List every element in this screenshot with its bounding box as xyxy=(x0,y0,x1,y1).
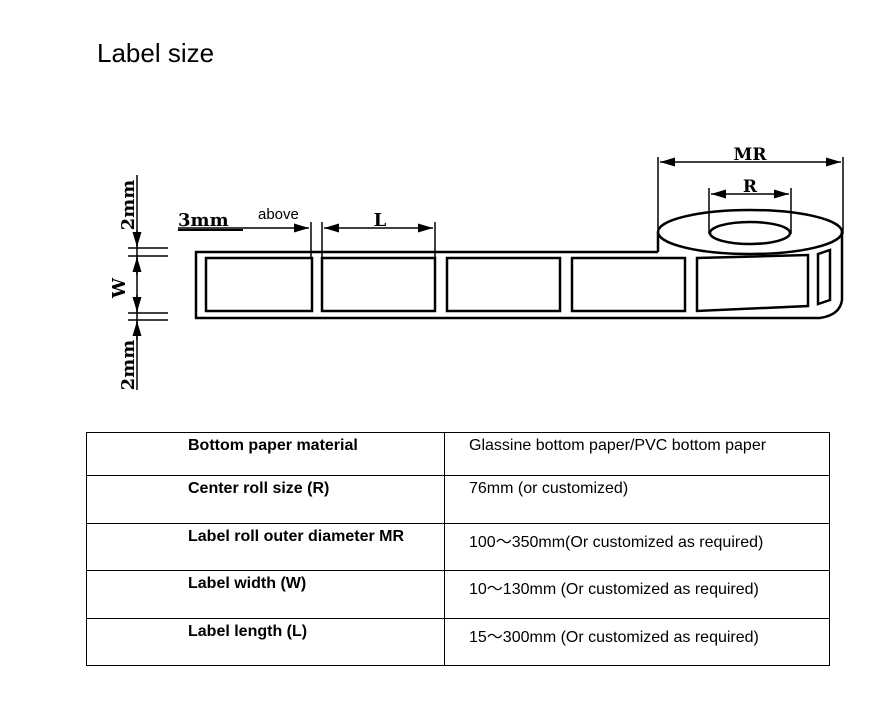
label-5 xyxy=(695,253,810,313)
row-value: Glassine bottom paper/PVC bottom paper xyxy=(444,432,830,476)
label-6 xyxy=(816,248,832,306)
row-label: Center roll size (R) xyxy=(86,475,445,524)
row-label: Label width (W) xyxy=(86,570,445,619)
margin-bottom-label: 2mm xyxy=(118,340,139,391)
table-row: Label length (L)15～300mm (Or customized … xyxy=(86,618,830,666)
row-label: Label roll outer diameter MR xyxy=(86,523,445,571)
label-4 xyxy=(570,256,687,313)
table-row: Center roll size (R)76mm (or customized) xyxy=(86,475,830,524)
r-label: R xyxy=(743,177,758,197)
length-label: L xyxy=(374,210,387,231)
page-title: Label size xyxy=(97,38,215,68)
width-label: W xyxy=(109,277,130,299)
mr-label: MR xyxy=(734,145,768,165)
gap-label: 3mm xyxy=(178,210,229,231)
label-2 xyxy=(320,256,437,313)
label-roll xyxy=(656,208,844,320)
row-value: 10～130mm (Or customized as required) xyxy=(444,570,830,619)
row-value: 15～300mm (Or customized as required) xyxy=(444,618,830,666)
row-label: Bottom paper material xyxy=(86,432,445,476)
label-3 xyxy=(445,256,562,313)
margin-top-label: 2mm xyxy=(118,180,139,231)
row-label: Label length (L) xyxy=(86,618,445,666)
liner-strip xyxy=(194,250,820,320)
label-1 xyxy=(204,256,314,313)
gap-suffix: above xyxy=(258,206,299,223)
row-value: 100～350mm(Or customized as required) xyxy=(444,523,830,571)
row-value: 76mm (or customized) xyxy=(444,475,830,524)
table-row: Label width (W)10～130mm (Or customized a… xyxy=(86,570,830,619)
